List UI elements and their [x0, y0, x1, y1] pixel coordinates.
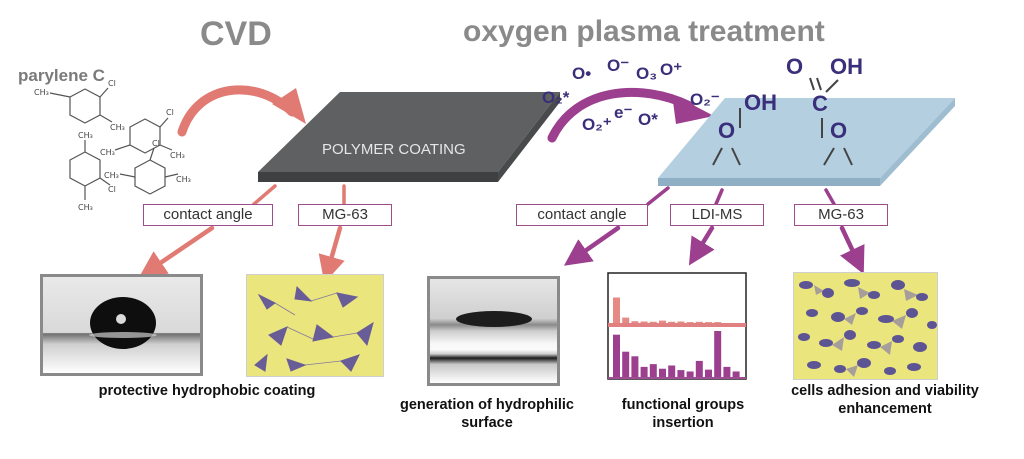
- treated-spectrum-bar-5: [649, 364, 657, 377]
- untreated-spectrum-bar-11: [705, 322, 712, 323]
- treated-spectrum-bar-1: [613, 334, 620, 377]
- treated-slab-side: [880, 98, 955, 186]
- untreated-spectrum-bar-1: [613, 297, 620, 323]
- caption-functional-line1: functional groups: [621, 397, 745, 413]
- svg-text:CH₃: CH₃: [110, 123, 125, 132]
- svg-text:CH₃: CH₃: [100, 148, 115, 157]
- treated-spectrum-bar-7: [668, 365, 676, 377]
- box-contact-angle-right: contact angle: [516, 204, 648, 226]
- species-o-star: O*: [638, 110, 658, 129]
- caption-hydrophilic-line2: surface: [461, 415, 513, 431]
- untreated-spectrum-bar-6: [659, 320, 666, 323]
- group-oh-carboxyl: OH: [830, 54, 863, 79]
- group-oh-hydroxyl: OH: [744, 90, 777, 115]
- treated-spectrum-bar-9: [686, 371, 694, 377]
- species-o2-minus: O₂⁻: [690, 90, 720, 109]
- svg-text:CH₃: CH₃: [78, 131, 93, 140]
- treated-spectrum-bar-14: [732, 371, 740, 377]
- hydrophobic-droplet-image: [40, 274, 203, 376]
- box-mg63-right: MG-63: [794, 204, 888, 226]
- species-e-minus: e⁻: [614, 103, 633, 122]
- svg-text:CH₃: CH₃: [34, 88, 49, 97]
- treated-spectrum-bar-8: [677, 370, 685, 377]
- untreated-spectrum-bar-7: [668, 321, 676, 323]
- box-mg63-left: MG-63: [298, 204, 392, 226]
- untreated-spectrum-bar-2: [622, 317, 630, 323]
- svg-text:CH₃: CH₃: [104, 171, 119, 180]
- untreated-spectrum-bar-12: [714, 322, 722, 323]
- untreated-spectrum-bar-3: [631, 321, 639, 323]
- treated-spectrum-bar-4: [640, 366, 648, 377]
- cvd-title: CVD: [200, 15, 272, 53]
- cvd-arrow: [177, 85, 297, 137]
- caption-hydrophilic: generation of hydrophilic surface: [372, 396, 602, 432]
- untreated-spectrum-bar-5: [649, 321, 657, 323]
- svg-text:Cl: Cl: [108, 185, 116, 194]
- precursor-label: parylene C: [18, 66, 105, 85]
- treated-spectrum-bar-3: [631, 356, 639, 377]
- treated-slab-front: [658, 178, 880, 186]
- svg-text:CH₃: CH₃: [176, 175, 191, 184]
- treated-spectrum-bar-2: [622, 351, 630, 377]
- treated-spectrum-bar-13: [723, 366, 731, 377]
- untreated-spectrum-bar-4: [640, 321, 648, 323]
- caption-hydrophobic: protective hydrophobic coating: [98, 383, 316, 399]
- caption-cells-line2: enhancement: [838, 401, 932, 417]
- polymer-slab-side: [498, 92, 560, 182]
- polymer-slab-front: [258, 172, 498, 182]
- polymer-coating-label: POLYMER COATING: [322, 141, 466, 158]
- group-c-carboxyl: C: [812, 91, 828, 116]
- untreated-spectrum-bar-8: [677, 321, 685, 323]
- sparse-cells-image: [246, 274, 384, 377]
- caption-functional: functional groups insertion: [598, 396, 768, 432]
- box-contact-angle-left: contact angle: [143, 204, 273, 226]
- dense-cells-image: [793, 272, 938, 380]
- caption-hydrophilic-line1: generation of hydrophilic: [399, 397, 574, 413]
- box-ldi-ms: LDI-MS: [670, 204, 764, 226]
- svg-text:CH₃: CH₃: [78, 203, 93, 212]
- svg-text:CH₃: CH₃: [170, 151, 185, 160]
- species-o-minus: O⁻: [607, 56, 630, 75]
- species-o-dot: O•: [572, 64, 592, 83]
- svg-text:Cl: Cl: [166, 108, 174, 117]
- treated-spectrum-bar-11: [705, 369, 712, 377]
- group-o-epoxide-left: O: [718, 118, 736, 143]
- plasma-title: oxygen plasma treatment: [463, 15, 825, 48]
- polymer-slab-top: [258, 92, 560, 172]
- species-o-plus: O⁺: [660, 60, 683, 79]
- species-o2-plus: O₂⁺: [582, 115, 612, 134]
- untreated-spectrum-bar-9: [686, 322, 694, 323]
- svg-text:Cl: Cl: [108, 79, 116, 88]
- group-o-carbonyl: O: [786, 54, 804, 79]
- species-o2-star-left: O₂*: [542, 88, 570, 107]
- plasma-arrow-head: [672, 94, 714, 124]
- group-o-epoxide-right: O: [830, 118, 848, 143]
- treated-spectrum-bar-6: [659, 368, 666, 377]
- caption-functional-line2: insertion: [652, 415, 714, 431]
- cvd-arrow-head: [272, 88, 306, 124]
- hydrophilic-droplet-image: [427, 276, 560, 386]
- treated-spectrum-bar-12: [714, 331, 722, 377]
- svg-text:Cl: Cl: [152, 139, 160, 148]
- treated-spectrum-bar-10: [695, 360, 703, 377]
- treated-slab-top: [658, 98, 955, 178]
- caption-cells-line1: cells adhesion and viability: [791, 383, 979, 399]
- species-o3: O₃: [636, 64, 658, 83]
- untreated-spectrum-bar-10: [695, 321, 703, 323]
- ldims-spectrum-chart: [607, 272, 747, 380]
- caption-cells: cells adhesion and viability enhancement: [760, 382, 1010, 418]
- plasma-arrow: [547, 87, 695, 143]
